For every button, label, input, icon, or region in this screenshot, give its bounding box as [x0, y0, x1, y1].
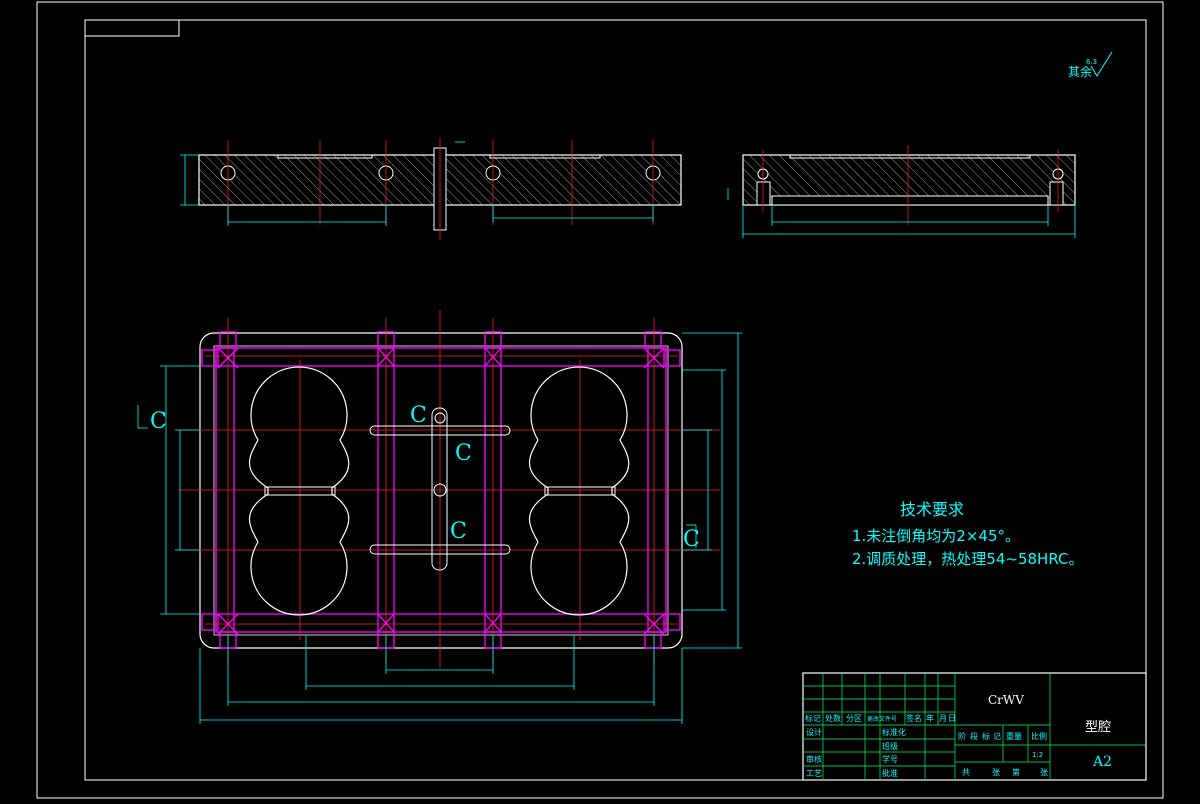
roughness-check-icon: [1090, 51, 1113, 77]
side-section-view: [727, 145, 1076, 238]
section-label-c4: C: [450, 519, 467, 544]
plan-view: C C C C C: [137, 310, 742, 724]
tb-stage-4: 重量: [1006, 731, 1022, 741]
tb-part-name: 型腔: [1085, 720, 1111, 735]
tech-req-item-2: 2.调质处理，热处理54~58HRC。: [852, 550, 1083, 568]
tb-mid-row-3: 批准: [882, 768, 898, 778]
tb-sheet-0: 共: [962, 768, 970, 777]
roughness-value: 6.3: [1086, 58, 1097, 66]
tb-stage-0: 阶: [958, 731, 966, 741]
tb-mid-row-2: 学号: [882, 754, 898, 764]
side-pin-left: [756, 181, 771, 206]
tb-header-4: 签名: [906, 713, 922, 723]
side-top-recess: [789, 155, 1031, 159]
side-pin-right: [1049, 181, 1064, 206]
cavity-right-gate: [544, 486, 616, 496]
cavity-right: [529, 366, 630, 616]
front-top-recess: [277, 155, 373, 159]
outer-border: [36, 1, 1164, 799]
tb-mid-row-1: 班级: [882, 741, 898, 751]
tb-mid-row-0: 标准化: [882, 727, 906, 737]
cavity-left-gate: [264, 486, 336, 496]
tb-header-3: 更改文件号: [867, 715, 897, 723]
runner-system: [369, 407, 511, 571]
tb-header-5: 年: [926, 713, 934, 723]
tech-req-title: 技术要求: [900, 500, 964, 519]
tb-stage-1: 段: [970, 731, 978, 741]
roughness-symbol: 其余 6.3: [1068, 51, 1113, 79]
inner-frame: [84, 19, 1147, 781]
tb-material: CrWV: [988, 693, 1024, 707]
tb-sheet-3: 张: [1040, 768, 1048, 777]
plan-outline: [199, 332, 683, 649]
tb-stage-2: 标: [982, 731, 990, 741]
tb-sheet-1: 张: [992, 768, 1000, 777]
front-top-recess-2: [489, 155, 601, 159]
tb-stage-5: 比例: [1031, 731, 1047, 741]
tb-header-1: 处数: [825, 713, 841, 723]
tb-sheet-2: 第: [1012, 767, 1020, 777]
section-label-c3: C: [455, 441, 472, 466]
title-block: 标记 处数 分区 更改文件号 签名 年 月 日 设计 审核 工艺 标准化 班级 …: [802, 672, 1147, 781]
roughness-label: 其余: [1068, 64, 1092, 79]
tb-left-row-0: 设计: [806, 727, 822, 737]
corner-tag-box: [84, 19, 180, 37]
tb-stage-3: 记: [993, 732, 1001, 741]
bolt-pattern: [201, 331, 681, 649]
tb-left-row-2: 审核: [806, 754, 822, 764]
section-label-c1: C: [150, 409, 167, 434]
tb-header-2: 分区: [846, 714, 862, 723]
tb-sheet-size: A2: [1092, 754, 1112, 770]
cavity-left: [249, 366, 350, 616]
tb-header-0: 标记: [805, 713, 821, 723]
section-label-c2: C: [410, 403, 427, 428]
section-label-c5: C: [683, 527, 700, 552]
plan-inner-outline: [213, 345, 669, 636]
tb-header-6: 月: [939, 714, 947, 723]
front-section-view: [180, 138, 682, 240]
plan-dimensions: [137, 332, 742, 724]
tech-req-item-1: 1.未注倒角均为2×45°。: [852, 527, 1020, 545]
tb-scale: 1:2: [1032, 751, 1043, 759]
tb-header-7: 日: [948, 714, 956, 723]
side-bottom-step: [771, 195, 1049, 206]
tb-left-row-3: 工艺: [806, 769, 822, 778]
tech-requirements: 技术要求 1.未注倒角均为2×45°。 2.调质处理，热处理54~58HRC。: [852, 500, 1083, 568]
